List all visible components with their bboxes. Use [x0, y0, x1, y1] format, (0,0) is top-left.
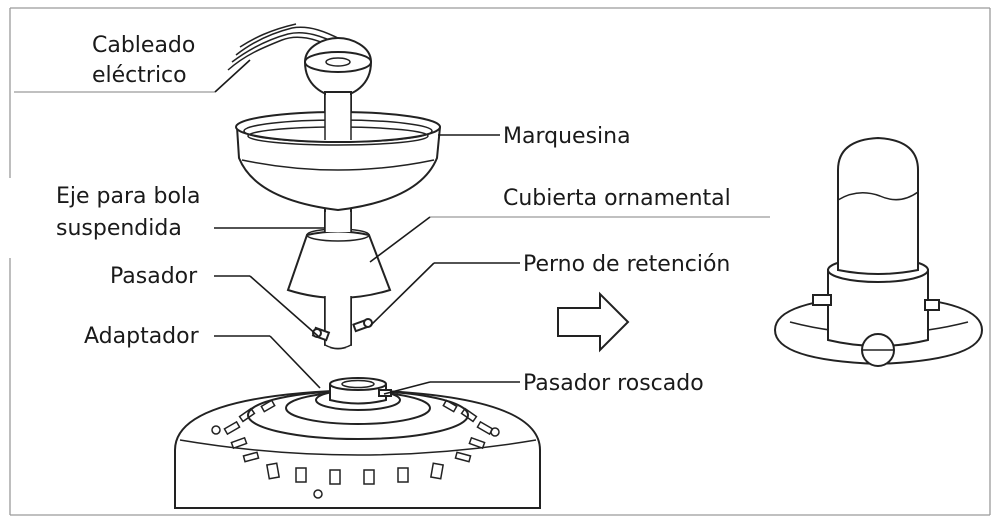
retaining-pin	[352, 318, 373, 333]
diagram-frame	[9, 7, 991, 516]
hanger-ball	[303, 36, 373, 98]
canopy	[235, 95, 442, 212]
clevis-pin	[311, 326, 331, 342]
leader-lines	[14, 59, 770, 395]
label-adaptador: Adaptador	[84, 324, 200, 349]
assembled-detail	[773, 136, 984, 367]
ornamental-cover	[286, 228, 392, 299]
label-cableado-line2: eléctrico	[92, 63, 187, 88]
label-pasador-roscado: Pasador roscado	[523, 371, 704, 396]
arrow-right-icon	[557, 291, 630, 353]
label-cubierta: Cubierta ornamental	[503, 186, 731, 211]
label-cableado-line1: Cableado	[92, 33, 195, 58]
label-eje-line2: suspendida	[56, 216, 182, 241]
motor-housing	[174, 377, 541, 509]
label-pasador: Pasador	[110, 264, 198, 289]
label-eje-line1: Eje para bola	[56, 184, 201, 209]
label-marquesina: Marquesina	[503, 124, 631, 149]
label-perno: Perno de retención	[523, 252, 730, 277]
